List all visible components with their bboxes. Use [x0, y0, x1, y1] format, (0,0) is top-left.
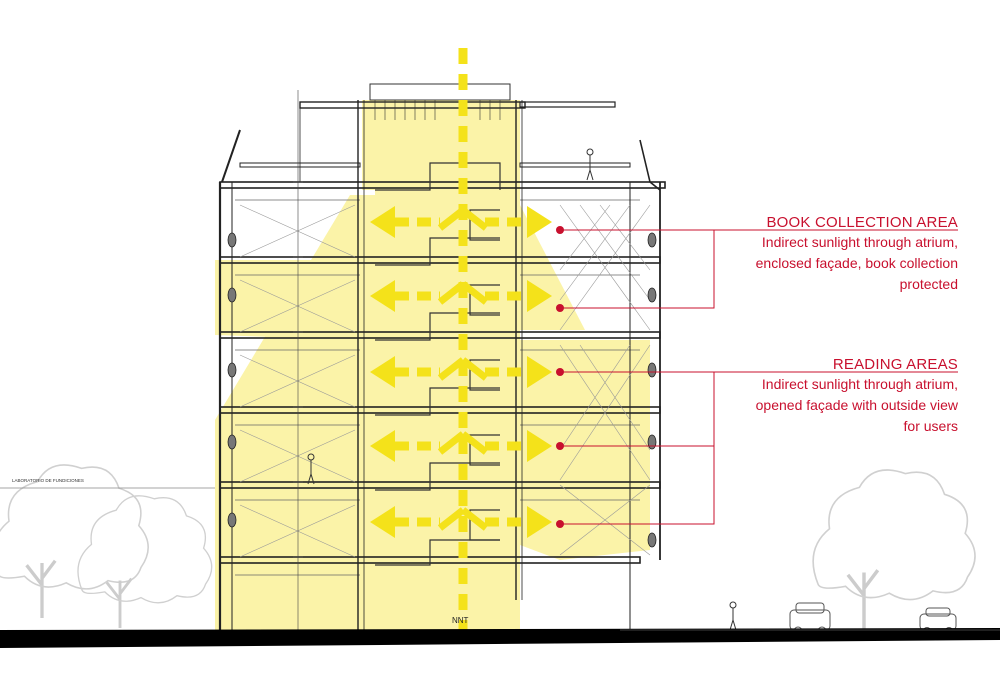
callout-title: BOOK COLLECTION AREA	[766, 214, 958, 231]
diffusion-arrow-floor-3	[370, 356, 552, 388]
ground	[0, 628, 1000, 648]
atrium-label: NNT	[452, 616, 469, 625]
callout-line: Indirect sunlight through atrium,	[761, 234, 958, 250]
callout-reading-areas: READING AREAS Indirect sunlight through …	[756, 356, 958, 437]
structure-walls	[218, 100, 661, 630]
person-figure	[307, 148, 737, 631]
annotation-dots	[556, 226, 564, 528]
sunlight-zones	[215, 100, 650, 630]
leader-dot	[556, 442, 564, 450]
callout-line: for users	[903, 418, 958, 434]
leader-dot	[556, 520, 564, 528]
dimension-line	[293, 90, 303, 630]
leader-dot	[556, 226, 564, 234]
ceiling-lines	[235, 199, 640, 576]
roof-skylight	[369, 83, 511, 120]
callout-book-collection: BOOK COLLECTION AREA Indirect sunlight t…	[756, 214, 958, 295]
callout-line: enclosed façade, book collection	[755, 255, 958, 271]
leader-dot	[556, 304, 564, 312]
callout-line: Indirect sunlight through atrium,	[761, 376, 958, 392]
diffusion-arrow-floor-4	[370, 280, 552, 312]
diffusion-arrows	[370, 206, 552, 538]
diffusion-arrow-floor-1	[370, 506, 552, 538]
tree-right	[811, 468, 977, 632]
diffusion-arrow-floor-2	[370, 430, 552, 462]
neighbor-label: LABORATORIO DE FUNDICIONES	[12, 478, 84, 483]
callout-line: protected	[899, 276, 958, 292]
callout-line: opened façade with outside view	[755, 397, 958, 413]
annotation-leaders	[560, 229, 958, 525]
facade-lattice	[239, 204, 651, 558]
leader-dot	[556, 368, 564, 376]
diffusion-arrow-floor-5	[370, 206, 552, 238]
callout-title: READING AREAS	[832, 356, 958, 373]
